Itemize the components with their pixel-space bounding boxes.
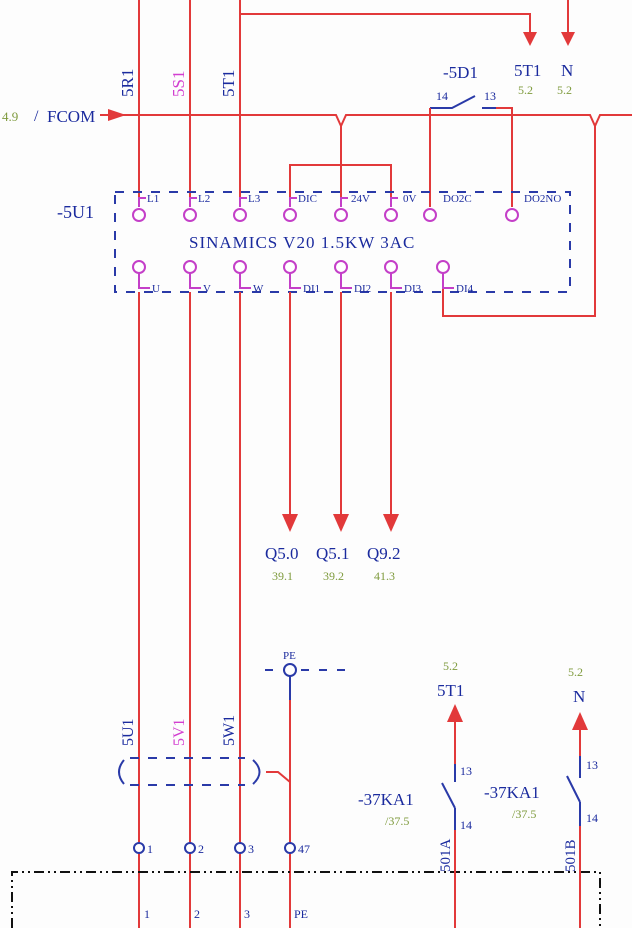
fcom-ref: 4.9 xyxy=(2,109,18,124)
terminal-DI4: DI4 xyxy=(456,283,474,295)
wire-label-5W1: 5W1 xyxy=(221,715,238,746)
terminal-U: U xyxy=(152,283,160,295)
digital-input-wires xyxy=(282,292,399,532)
arrow-N-top xyxy=(561,32,575,46)
bottom-terminals: U V W DI1 DI2 DI3 DI4 xyxy=(132,260,474,295)
pe-terminal xyxy=(283,663,297,677)
box-terminal-2: 2 xyxy=(194,907,200,921)
terminal-DI3: DI3 xyxy=(404,283,422,295)
terminal-V: V xyxy=(203,283,211,295)
cable-shield xyxy=(118,757,291,786)
motor-enclosure xyxy=(11,871,601,928)
box-terminal-1: 1 xyxy=(144,907,150,921)
terminal-1: 1 xyxy=(147,842,153,856)
terminal-47: 47 xyxy=(298,842,310,856)
terminal-L2: L2 xyxy=(198,193,210,205)
svg-text:13: 13 xyxy=(586,758,598,772)
svg-text:-37KA1: -37KA1 xyxy=(358,790,414,809)
svg-text:-37KA1: -37KA1 xyxy=(484,783,540,802)
terminal-W: W xyxy=(253,283,264,295)
svg-text:14: 14 xyxy=(460,818,472,832)
top-terminals: L1 L2 L3 DIC 24V 0V DO2C DO2NO xyxy=(132,193,561,222)
supply-wires xyxy=(138,0,569,207)
terminal-L3: L3 xyxy=(248,193,261,205)
net-N: N xyxy=(561,61,573,80)
motor-wires xyxy=(138,292,241,928)
box-terminal-PE: PE xyxy=(294,907,308,921)
relay-pin-14: 14 xyxy=(436,89,448,103)
output-Q5.1: Q5.1 xyxy=(316,544,350,563)
inverter-name: -5U1 xyxy=(57,202,94,222)
svg-text:501B: 501B xyxy=(563,839,579,872)
svg-text:501A: 501A xyxy=(438,839,454,873)
terminal-DI1: DI1 xyxy=(303,283,320,295)
terminal-0V: 0V xyxy=(403,193,417,205)
terminal-L1: L1 xyxy=(147,193,159,205)
wire-label-5S1: 5S1 xyxy=(169,71,188,97)
terminal-3: 3 xyxy=(248,842,254,856)
svg-text:5T1: 5T1 xyxy=(437,681,464,700)
output-ref-41.3: 41.3 xyxy=(374,569,395,583)
relay-name: -5D1 xyxy=(443,63,478,82)
pe-label: PE xyxy=(283,650,296,662)
net-5T1: 5T1 xyxy=(514,61,541,80)
terminal-strip: 1 2 3 47 xyxy=(133,842,310,856)
wire-label-5T1: 5T1 xyxy=(219,70,238,97)
fcom-sep: / xyxy=(34,108,39,125)
box-terminal-3: 3 xyxy=(244,907,250,921)
terminal-DO2NO: DO2NO xyxy=(524,193,561,205)
inverter-5U1: -5U1 SINAMICS V20 1.5KW 3AC xyxy=(57,191,571,293)
wire-label-5V1: 5V1 xyxy=(171,718,188,746)
contact-37KA1-b: 5.2 N 13 14 -37KA1 /37.5 501B xyxy=(484,665,598,928)
svg-text:14: 14 xyxy=(586,811,598,825)
fcom-wire xyxy=(100,114,632,129)
inverter-model: SINAMICS V20 1.5KW 3AC xyxy=(189,233,415,252)
terminal-DI2: DI2 xyxy=(354,283,371,295)
svg-text:N: N xyxy=(573,687,585,706)
output-Q9.2: Q9.2 xyxy=(367,544,401,563)
contact-37KA1-a: 5.2 5T1 13 14 -37KA1 /37.5 501A xyxy=(358,659,472,928)
terminal-DIC: DIC xyxy=(298,193,317,205)
terminal-DO2C: DO2C xyxy=(443,193,472,205)
relay-pin-13: 13 xyxy=(484,89,496,103)
svg-text:5.2: 5.2 xyxy=(568,665,583,679)
svg-text:/37.5: /37.5 xyxy=(385,814,409,828)
terminal-2: 2 xyxy=(198,842,204,856)
fcom-label: FCOM xyxy=(47,107,95,126)
wire-label-5R1: 5R1 xyxy=(118,69,137,97)
svg-text:5.2: 5.2 xyxy=(443,659,458,673)
ref-N: 5.2 xyxy=(557,83,572,97)
ref-5T1: 5.2 xyxy=(518,83,533,97)
output-ref-39.1: 39.1 xyxy=(272,569,293,583)
svg-text:13: 13 xyxy=(460,764,472,778)
svg-text:/37.5: /37.5 xyxy=(512,807,536,821)
output-Q5.0: Q5.0 xyxy=(265,544,299,563)
terminal-24V: 24V xyxy=(351,193,370,205)
output-ref-39.2: 39.2 xyxy=(323,569,344,583)
wire-label-5U1: 5U1 xyxy=(120,718,137,746)
arrow-5T1-top xyxy=(523,32,537,46)
